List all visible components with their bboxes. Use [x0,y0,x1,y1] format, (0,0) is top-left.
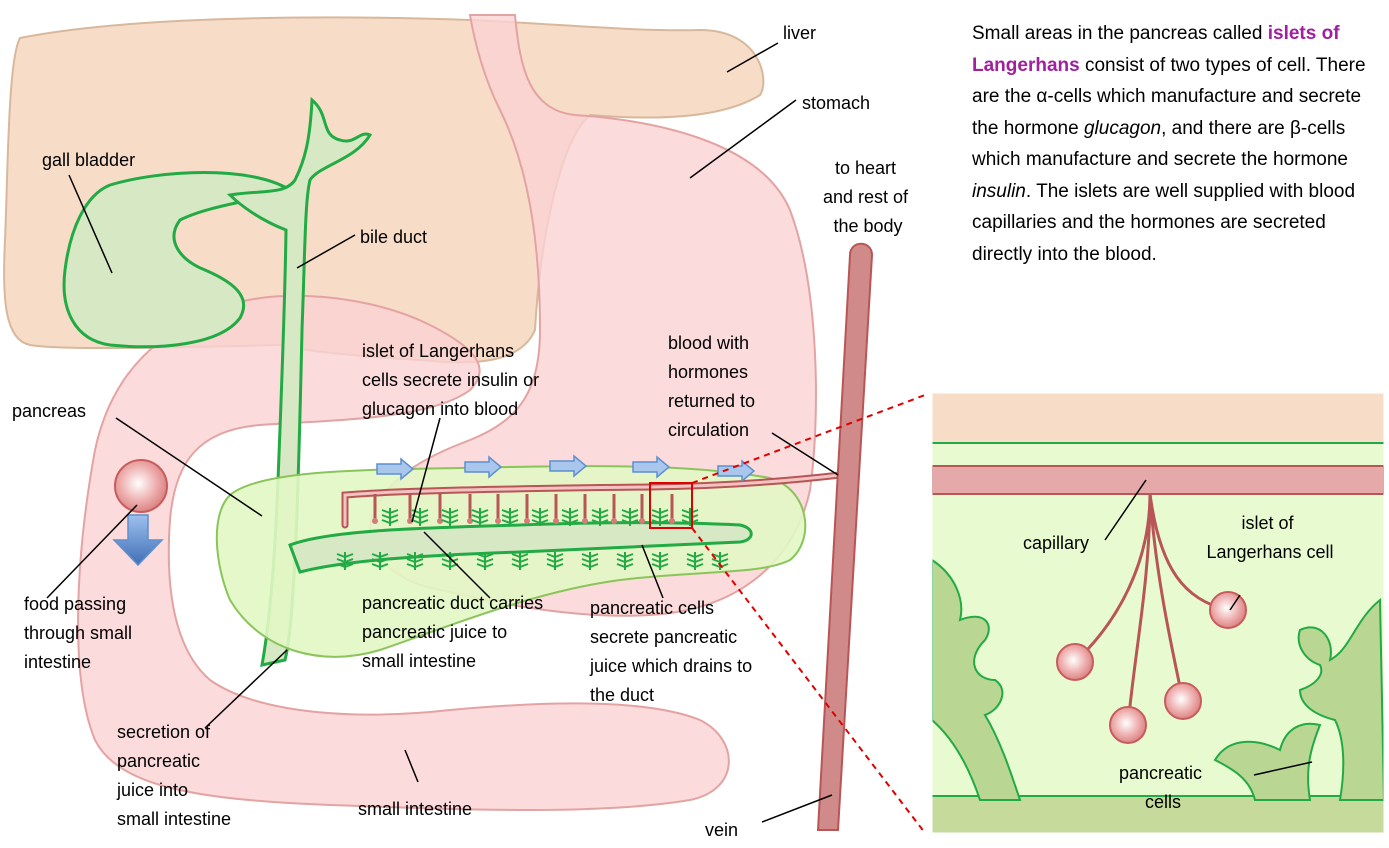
inset-islet-cell-2 [1110,707,1146,743]
inset-islet-cell-3 [1165,683,1201,719]
islet-cell-dot-9 [611,518,617,524]
inset-islet-cell-1 [1057,644,1093,680]
callout-line-bottom [692,528,925,833]
islet-cell-dot-7 [553,518,559,524]
islet-cell-dot-5 [495,518,501,524]
label-vein: vein [705,820,738,840]
label-pancreas: pancreas [12,401,86,421]
islet-cell-dot-11 [669,518,675,524]
label-stomach: stomach [802,93,870,113]
para-insulin: insulin [972,181,1026,202]
label-pancreatic-cells: pancreatic cells secrete pancreatic juic… [589,598,757,705]
islet-cell-dot-8 [582,518,588,524]
label-islet: islet of Langerhans cells secrete insuli… [362,341,544,419]
label-inset-capillary: capillary [1023,533,1089,553]
label-pancreatic-duct: pancreatic duct carries pancreatic juice… [362,593,548,671]
islet-cell-dot-1 [372,518,378,524]
label-gall-bladder: gall bladder [42,150,135,170]
food-ball [115,460,167,512]
vein-shape [818,244,872,830]
label-small-intestine: small intestine [358,799,472,819]
inset-islet-cell-4 [1210,592,1246,628]
label-liver: liver [783,23,816,43]
para-intro: Small areas in the pancreas called [972,23,1262,44]
para-text-3: . The islets are well supplied with bloo… [972,181,1355,265]
label-to-heart: to heart and rest of the body [823,158,913,236]
islet-cell-dot-6 [524,518,530,524]
label-bile-duct: bile duct [360,227,427,247]
description-paragraph: Small areas in the pancreas called islet… [972,18,1377,270]
islet-cell-dot-10 [639,518,645,524]
para-glucagon: glucagon [1084,118,1161,139]
